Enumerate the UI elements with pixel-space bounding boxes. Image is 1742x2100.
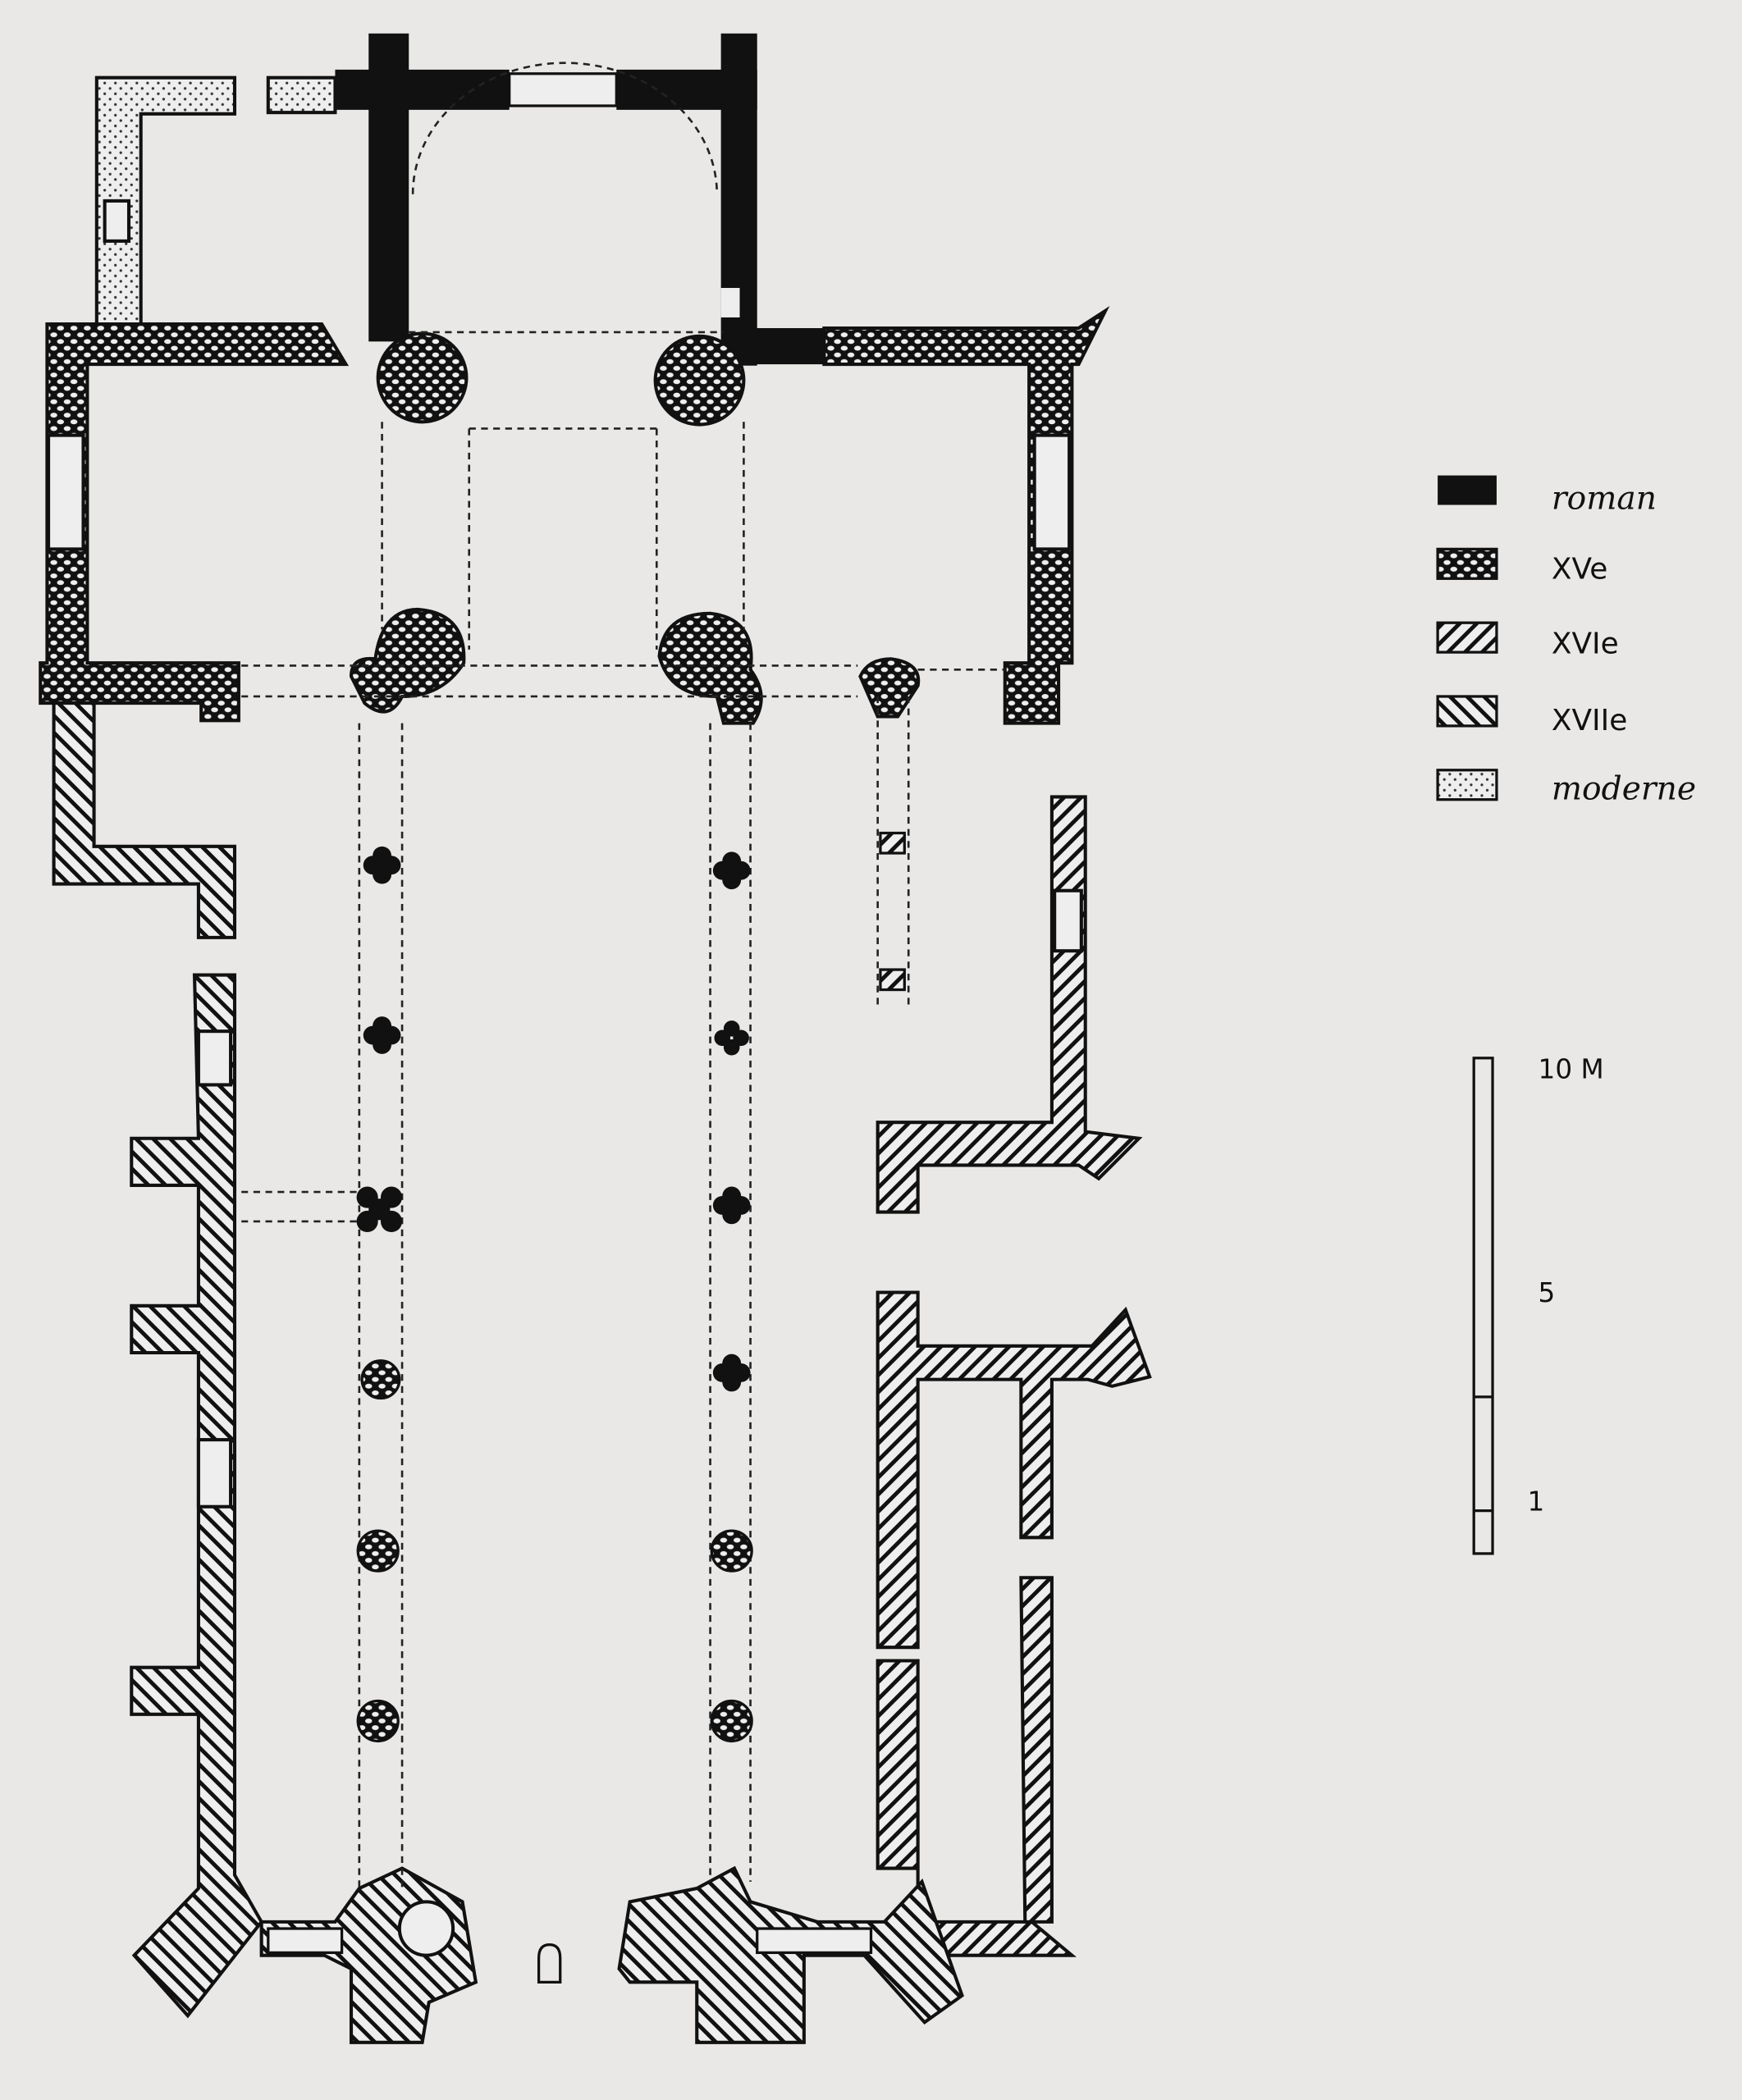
legend-label: XVIIe <box>1552 704 1627 737</box>
xve-walls <box>39 305 1110 725</box>
facade-windows <box>267 1927 873 1955</box>
font-symbol <box>537 1942 562 1984</box>
modern-walls <box>94 75 337 331</box>
legend-item-roman: roman <box>1438 475 1657 517</box>
roman-swatch <box>1438 475 1497 505</box>
legend-label: moderne <box>1552 771 1696 808</box>
legend-label: XVe <box>1552 552 1607 586</box>
xve-swatch <box>1436 547 1498 580</box>
scale-bar: 10 M 5 1 <box>1472 1053 1604 1555</box>
legend-item-xviie: XVIIe <box>1436 695 1627 737</box>
scale-label-10m: 10 M <box>1539 1053 1604 1084</box>
legend: roman XVe XVIe XVIIe moderne <box>1436 475 1696 808</box>
moderne-swatch <box>1436 769 1498 801</box>
legend-label: roman <box>1552 480 1657 517</box>
quatrefoil-columns <box>356 846 751 1392</box>
legend-item-moderne: moderne <box>1436 769 1696 808</box>
small-piers <box>879 831 906 992</box>
roman-walls <box>335 33 825 366</box>
vault-lines <box>241 331 1005 1889</box>
columns <box>356 1359 753 1743</box>
scale-label-1: 1 <box>1528 1486 1545 1518</box>
legend-item-xve: XVe <box>1436 547 1607 586</box>
xviie-walls <box>52 701 964 2044</box>
xviie-swatch <box>1436 695 1498 728</box>
scale-label-5: 5 <box>1539 1277 1556 1308</box>
legend-label: XVIe <box>1552 628 1619 661</box>
xvie-swatch <box>1436 621 1498 654</box>
xvie-walls <box>876 795 1152 1957</box>
legend-item-xvie: XVIe <box>1436 621 1619 661</box>
